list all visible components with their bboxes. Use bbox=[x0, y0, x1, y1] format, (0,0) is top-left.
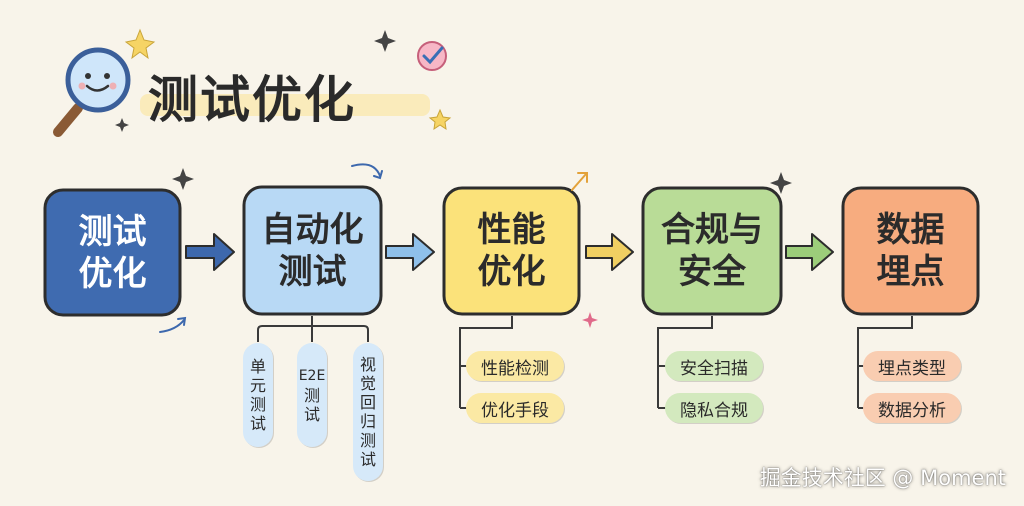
up-arrow-icon bbox=[571, 172, 588, 191]
sparkle-icon bbox=[115, 30, 792, 328]
magnifier-icon bbox=[53, 47, 131, 137]
stage-box-performance bbox=[442, 186, 581, 316]
flow-arrow-3 bbox=[585, 233, 634, 271]
automation-item-e2e-test: E2E 测 试 bbox=[297, 343, 327, 447]
flow-arrow-4 bbox=[785, 233, 834, 271]
stage-box-data-tracking bbox=[841, 186, 980, 316]
performance-item-detection: 性能检测 bbox=[466, 351, 564, 381]
automation-item-visual-regression-test: 视 觉 回 归 测 试 bbox=[353, 343, 383, 481]
automation-item-unit-test: 单 元 测 试 bbox=[243, 343, 273, 447]
security-item-privacy: 隐私合规 bbox=[665, 393, 763, 423]
title-highlight bbox=[140, 94, 430, 116]
flow-arrow-2 bbox=[385, 233, 435, 271]
flow-arrow-1 bbox=[185, 233, 235, 271]
stage-box-automation-testing bbox=[242, 185, 383, 316]
page-title: 测试优化 bbox=[148, 71, 356, 129]
sparkle-star-icon bbox=[124, 28, 452, 131]
stage-box-compliance-security bbox=[641, 186, 783, 316]
connector-automation bbox=[257, 316, 369, 342]
tracking-item-analysis: 数据分析 bbox=[863, 393, 961, 423]
performance-item-methods: 优化手段 bbox=[466, 393, 564, 423]
security-item-scan: 安全扫描 bbox=[665, 351, 763, 381]
tracking-item-types: 埋点类型 bbox=[863, 351, 961, 381]
checkmark-badge-icon bbox=[417, 41, 447, 71]
curved-arrow-icon bbox=[159, 163, 383, 333]
stage-box-testing-optimization bbox=[43, 188, 182, 317]
watermark: 掘金技术社区 @ Moment bbox=[759, 466, 1006, 490]
